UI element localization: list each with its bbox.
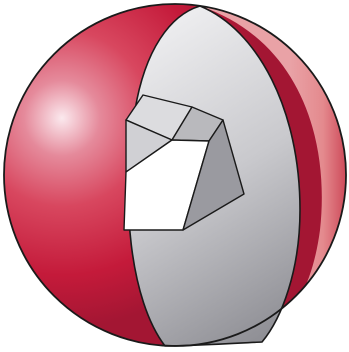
sphere-cutaway-diagram xyxy=(0,0,349,352)
diagram-canvas xyxy=(0,0,349,352)
